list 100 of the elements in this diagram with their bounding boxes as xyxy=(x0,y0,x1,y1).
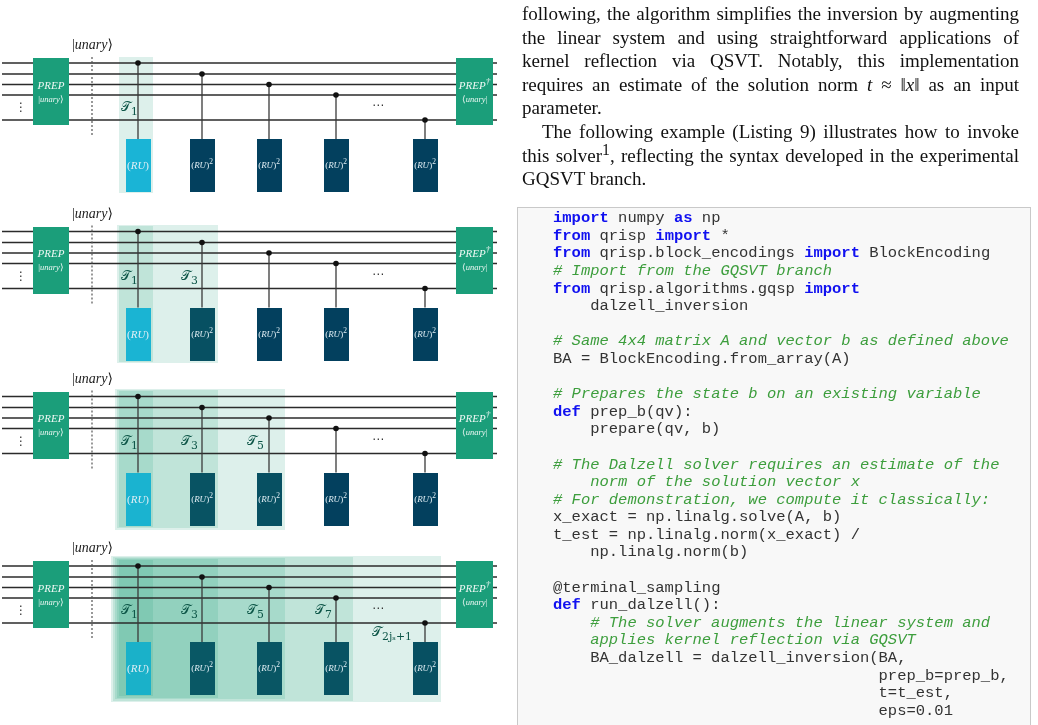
code-line: def run_dalzell(): xyxy=(553,597,721,615)
unitary-gate xyxy=(412,307,438,361)
unitary-gate xyxy=(412,139,438,192)
code-line: def prep_b(qv): xyxy=(553,403,693,422)
code-line: from qrisp.algorithms.gqsp import dalzell_inversion xyxy=(553,280,860,316)
gate-box xyxy=(33,391,69,459)
unitary-gate xyxy=(189,472,215,526)
body-paragraph: The following example (Listing 9) illustrates how to invoke this solver$^{1}$, reflecting the syntax developed in the experimental GQSVT branch. xyxy=(522,120,1019,191)
code-listing-panel xyxy=(517,207,1031,725)
ellipsis: ⋮ xyxy=(15,434,27,448)
control-line xyxy=(266,81,272,140)
control-line xyxy=(199,239,205,309)
control-line xyxy=(199,71,205,140)
gate-label: (RU)$^{2}$ xyxy=(258,494,280,504)
code-comment: # The solver augments the linear system and applies kernel reflection via GQSVT xyxy=(590,614,991,651)
gate-box xyxy=(456,58,493,125)
gate-box xyxy=(456,391,493,459)
ellipsis: ⋯ xyxy=(372,432,384,446)
gate-label: PREP xyxy=(37,78,65,92)
state-label: |unary⟩ xyxy=(38,596,64,608)
state-label: ⟨unary| xyxy=(461,427,488,438)
state-label: |unary⟩ xyxy=(72,36,113,53)
gate-label: PREP xyxy=(37,247,65,260)
state-label: ⟨unary| xyxy=(461,262,488,273)
shaded-band xyxy=(117,389,218,528)
control-line xyxy=(135,563,141,643)
control-line xyxy=(266,584,272,643)
control-line xyxy=(422,450,428,474)
gate-label: (RU) xyxy=(127,160,149,171)
ellipsis: ⋮ xyxy=(15,604,27,617)
band-label: 𝒯$_{1}$ xyxy=(121,267,138,283)
state-label: ⟨unary| xyxy=(461,93,488,105)
unitary-gate xyxy=(125,642,151,695)
control-line xyxy=(333,92,339,140)
unitary-gate xyxy=(323,307,349,361)
state-label: |unary⟩ xyxy=(38,262,64,273)
code-line: t_est = np.linalg.norm(x_exact) / np.linalg.norm(b) xyxy=(553,526,860,563)
control-line xyxy=(266,415,272,474)
gate-label: (RU) xyxy=(127,663,149,674)
unitary-gate xyxy=(256,307,282,361)
body-paragraph: following, the algorithm simplifies the inversion by augmenting the linear system and using straightforward applications of kernel reflection via QSVT. Notably, this implementation requires an estimate of the solution norm t ≈ ‖x‖ as an input parameter. xyxy=(522,2,1019,120)
ellipsis: ⋮ xyxy=(15,269,27,283)
code-line: BA_dalzell = dalzell_inversion(BA, prep_b=prep_b, t=t_est, eps=0.01 xyxy=(590,650,1009,721)
code-line: BA = BlockEncoding.from_array(A) xyxy=(553,350,851,369)
code-line: prepare(qv, b) xyxy=(590,421,721,439)
band-label: 𝒯$_{5}$ xyxy=(247,602,264,617)
code-comment: # Import from the GQSVT branch xyxy=(553,262,833,281)
band-label: 𝒯$_{1}$ xyxy=(121,432,138,448)
shaded-band xyxy=(119,390,153,527)
band-label: 𝒯$_{3}$ xyxy=(181,432,198,448)
unitary-gate xyxy=(323,139,349,192)
gate-box xyxy=(33,58,69,125)
gate-label: (RU)$^{2}$ xyxy=(414,329,436,339)
control-line xyxy=(422,117,428,140)
code-comment: # For demonstration, we compute it classically: xyxy=(553,491,991,510)
unitary-gate xyxy=(189,139,215,192)
gate-label: (RU)$^{2}$ xyxy=(414,494,436,504)
state-label: |unary⟩ xyxy=(72,539,113,556)
shaded-band xyxy=(119,57,153,193)
state-label: ⟨unary| xyxy=(461,596,488,608)
code-line: import numpy as np xyxy=(553,210,721,228)
gate-label: PREP$^{†}$ xyxy=(458,78,491,92)
control-line xyxy=(135,228,141,309)
unitary-gate xyxy=(256,472,282,526)
unitary-gate xyxy=(412,472,438,526)
code-line: x_exact = np.linalg.solve(A, b) xyxy=(553,509,842,527)
unitary-gate xyxy=(125,139,151,192)
band-label: 𝒯$_{7}$ xyxy=(315,602,332,617)
code-line: @terminal_sampling xyxy=(553,579,721,598)
state-label: |unary⟩ xyxy=(72,369,113,387)
band-label: 𝒯$_{1}$ xyxy=(121,99,138,114)
ellipsis: ⋯ xyxy=(372,602,384,615)
state-label: |unary⟩ xyxy=(38,427,64,438)
gate-label: PREP$^{†}$ xyxy=(458,247,491,260)
gate-box xyxy=(33,226,69,294)
shaded-band xyxy=(117,224,218,363)
shaded-band xyxy=(117,559,218,698)
gate-label: PREP$^{†}$ xyxy=(458,581,491,595)
control-line xyxy=(135,60,141,140)
control-line xyxy=(199,404,205,474)
band-label: 𝒯$_{1}$ xyxy=(121,602,138,617)
gate-label: (RU)$^{2}$ xyxy=(191,494,213,504)
unitary-gate xyxy=(256,642,282,695)
band-label: 𝒯$_{3}$ xyxy=(181,602,198,617)
shaded-band xyxy=(119,560,153,696)
code-comment: # The Dalzell solver requires an estimate of the norm of the solution vector x xyxy=(553,456,1000,492)
gate-box xyxy=(456,561,493,628)
code-line: from qrisp import* xyxy=(553,227,730,246)
gate-box xyxy=(456,226,493,294)
control-line xyxy=(135,393,141,474)
gate-label: (RU)$^{2}$ xyxy=(325,329,347,339)
gate-label: PREP xyxy=(37,581,65,595)
unitary-gate xyxy=(412,642,438,695)
unitary-gate xyxy=(125,472,151,526)
code-comment: # Prepares the state b on an existing variable xyxy=(553,386,981,404)
gate-label: (RU)$^{2}$ xyxy=(191,329,213,339)
gate-label: (RU)$^{2}$ xyxy=(258,329,280,339)
code-line: from qrisp.block_encodings import BlockEncoding xyxy=(553,245,991,263)
state-label: |unary⟩ xyxy=(38,93,64,105)
band-label: 𝒯$_{5}$ xyxy=(247,432,264,448)
